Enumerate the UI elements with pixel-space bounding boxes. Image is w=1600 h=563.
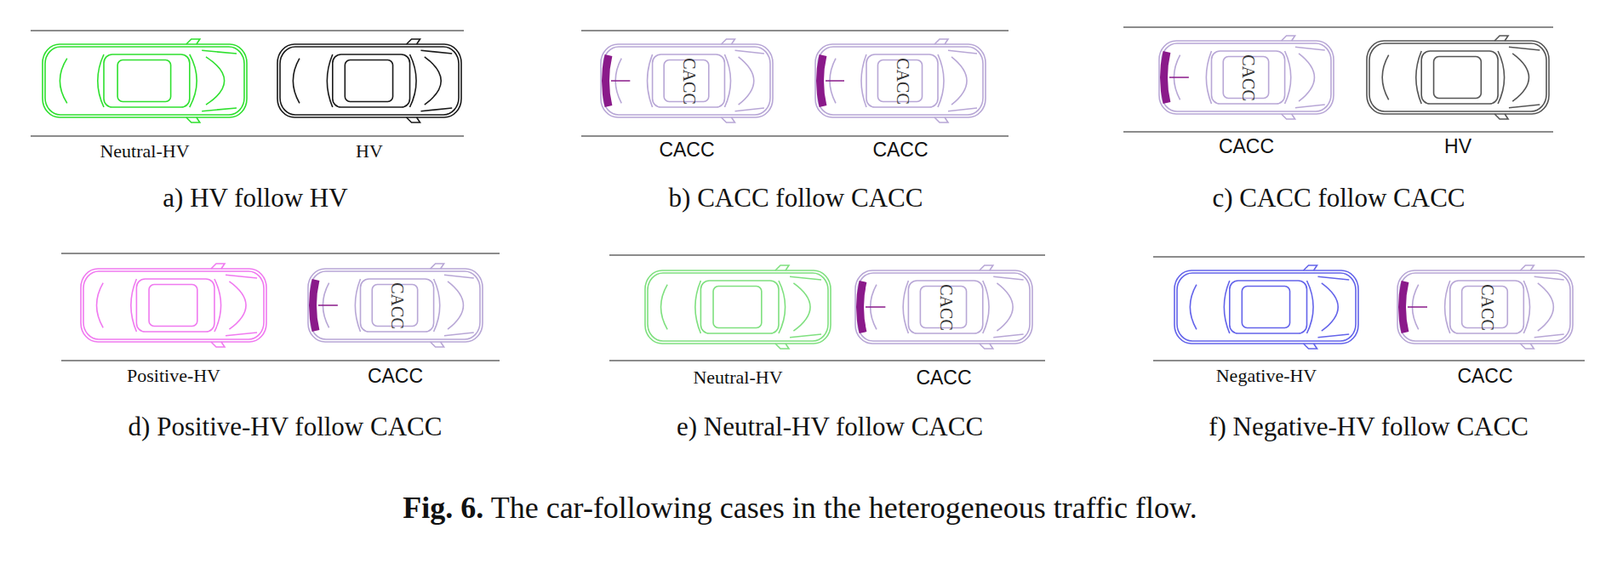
roof-label: CACC	[1477, 284, 1498, 331]
panel-caption: a) HV follow HV	[162, 182, 348, 214]
car-top-view	[1366, 35, 1549, 120]
cacc-sensor-bar	[1402, 281, 1406, 333]
sensor-line	[318, 304, 338, 307]
vehicle-label: CACC	[915, 366, 972, 390]
vehicle-label: Positive-HV	[126, 365, 221, 388]
vehicle-label: CACC	[367, 365, 423, 389]
panel-caption: c) CACC follow CACC	[1211, 182, 1465, 214]
vehicle-label: Neutral-HV	[692, 366, 783, 389]
lane-line	[1153, 256, 1585, 258]
cacc-sensor-bar	[313, 280, 317, 332]
lane-line	[61, 252, 500, 255]
vehicle-label: CACC	[1218, 135, 1275, 159]
panel-caption: b) CACC follow CACC	[668, 182, 924, 214]
vehicle-label: CACC	[1457, 365, 1513, 389]
roof-label: CACC	[936, 284, 956, 331]
car-top-view	[645, 265, 831, 349]
sensor-line	[825, 80, 845, 82]
vehicle-label: CACC	[658, 138, 715, 162]
car-top-view	[80, 263, 267, 348]
roof-label: CACC	[387, 282, 407, 329]
cacc-sensor-bar	[820, 55, 824, 107]
lane-line	[581, 135, 1009, 138]
sensor-line	[611, 80, 630, 82]
lane-line	[609, 254, 1046, 257]
lane-line	[609, 360, 1046, 362]
lane-line	[1123, 26, 1554, 29]
lane-line	[30, 135, 464, 138]
panel-caption: d) Positive-HV follow CACC	[128, 411, 443, 443]
sensor-line	[865, 306, 886, 309]
cacc-sensor-bar	[860, 281, 864, 333]
figure-caption: Fig. 6. The car-following cases in the h…	[402, 490, 1197, 526]
panel-caption: f) Negative-HV follow CACC	[1208, 411, 1529, 443]
car-top-view	[815, 39, 986, 123]
car-top-view	[308, 263, 483, 348]
figure-number: Fig. 6.	[402, 491, 484, 526]
vehicle-label: HV	[355, 140, 383, 163]
lane-line	[61, 360, 500, 362]
car-top-view	[277, 39, 462, 123]
lane-line	[1123, 131, 1554, 133]
car-top-view	[1397, 265, 1573, 349]
vehicle-label: Negative-HV	[1216, 365, 1318, 388]
car-top-view	[1174, 265, 1359, 349]
vehicle-label: CACC	[872, 138, 928, 162]
cacc-sensor-bar	[605, 55, 610, 107]
roof-label: CACC	[1238, 54, 1258, 101]
vehicle-label: Neutral-HV	[99, 140, 189, 163]
lane-line	[1153, 360, 1585, 362]
car-top-view	[855, 265, 1033, 349]
sensor-line	[1407, 306, 1428, 309]
panel-caption: e) Neutral-HV follow CACC	[676, 411, 983, 443]
car-top-view	[42, 39, 247, 123]
lane-line	[581, 29, 1009, 32]
car-top-view	[600, 39, 773, 123]
lane-line	[30, 29, 464, 32]
cacc-sensor-bar	[1164, 51, 1168, 103]
roof-label: CACC	[679, 57, 699, 104]
roof-label: CACC	[892, 57, 913, 104]
car-top-view	[1159, 35, 1334, 120]
vehicle-label: HV	[1444, 135, 1472, 159]
sensor-line	[1169, 76, 1189, 79]
